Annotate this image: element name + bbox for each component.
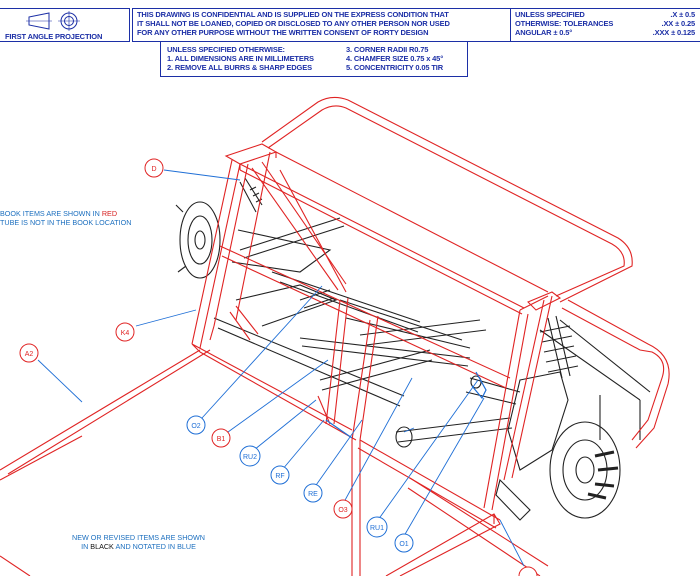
svg-text:B1: B1: [217, 436, 226, 443]
callout-RU1: RU1: [366, 516, 388, 538]
note-2: 2. REMOVE ALL BURRS & SHARP EDGES: [167, 63, 312, 72]
book-items-red-word: RED: [101, 209, 118, 218]
tube-note: TUBE IS NOT IN THE BOOK LOCATION: [0, 218, 132, 227]
confidential-line-1: THIS DRAWING IS CONFIDENTIAL AND IS SUPP…: [137, 10, 449, 19]
projection-label: FIRST ANGLE PROJECTION: [5, 32, 103, 41]
blue-revised-parts: [37, 169, 525, 567]
callout-D: D: [144, 158, 164, 178]
svg-text:D: D: [151, 166, 156, 173]
black-new-parts: [175, 177, 651, 521]
left-brake-disc: [179, 201, 221, 279]
tolerance-label-3: ANGULAR ± 0.5°: [515, 28, 573, 37]
callout-O2: O2: [186, 415, 206, 435]
note-5: 5. CONCENTRICITY 0.05 TIR: [346, 63, 443, 72]
right-brake-disc: [549, 421, 621, 519]
callout-A2: A2: [19, 343, 39, 363]
callout-RU2: RU2: [239, 445, 261, 467]
new-items-black-word: BLACK: [90, 542, 114, 551]
tolerance-cell: UNLESS SPECIFIED OTHERWISE: TOLERANCES A…: [510, 8, 700, 42]
tolerance-value-2: .XX ± 0.25: [661, 19, 696, 28]
svg-text:O1: O1: [399, 541, 408, 548]
left-shock: [239, 177, 263, 213]
notes-header: UNLESS SPECIFIED OTHERWISE:: [167, 45, 285, 54]
callout-O3: O3: [333, 499, 353, 519]
roll-hoop: [261, 96, 633, 303]
book-items-note: BOOK ITEMS ARE SHOWN IN RED TUBE IS NOT …: [0, 209, 131, 227]
red-book-frame: [0, 96, 670, 576]
svg-text:RF: RF: [275, 473, 284, 480]
note-4: 4. CHAMFER SIZE 0.75 x 45°: [346, 54, 444, 63]
svg-text:RE: RE: [308, 491, 318, 498]
new-items-note: NEW OR REVISED ITEMS ARE SHOWN IN BLACK …: [72, 533, 205, 551]
svg-text:A2: A2: [25, 351, 34, 358]
svg-text:RU2: RU2: [243, 454, 257, 461]
svg-text:O3: O3: [338, 507, 347, 514]
confidential-cell: THIS DRAWING IS CONFIDENTIAL AND IS SUPP…: [132, 8, 512, 42]
general-notes-box: UNLESS SPECIFIED OTHERWISE: 1. ALL DIMEN…: [160, 41, 468, 77]
tolerance-value-3: .XXX ± 0.125: [652, 28, 695, 37]
callout-O1: O1: [394, 533, 414, 553]
tolerance-value-1: .X ± 0.5: [670, 10, 695, 19]
book-items-text: BOOK ITEMS ARE SHOWN IN: [0, 209, 102, 218]
callout-RF: RF: [270, 465, 290, 485]
callout-RE: RE: [303, 483, 323, 503]
new-items-line-1: NEW OR REVISED ITEMS ARE SHOWN: [72, 533, 205, 542]
note-1: 1. ALL DIMENSIONS ARE IN MILLIMETERS: [167, 54, 314, 63]
callout-B1: B1: [211, 428, 231, 448]
right-upright: [507, 371, 569, 471]
left-lower-rail: [0, 349, 211, 475]
first-angle-projection-icon: [26, 11, 80, 31]
svg-text:RU1: RU1: [370, 525, 384, 532]
callout-K4: K4: [115, 322, 135, 342]
projection-cell: FIRST ANGLE PROJECTION: [0, 8, 130, 42]
confidential-line-3: FOR ANY OTHER PURPOSE WITHOUT THE WRITTE…: [137, 28, 429, 37]
note-3: 3. CORNER RADII R0.75: [346, 45, 429, 54]
tolerance-label-1: UNLESS SPECIFIED: [515, 10, 585, 19]
confidential-line-2: IT SHALL NOT BE LOANED, COPIED OR DISCLO…: [137, 19, 450, 28]
svg-text:O2: O2: [191, 423, 200, 430]
tolerance-label-2: OTHERWISE: TOLERANCES: [515, 19, 614, 28]
callouts: D K4 A2 O2 B1 RU2 RF RE: [19, 158, 538, 576]
callout-partial-bottom: [518, 566, 538, 576]
svg-text:K4: K4: [121, 330, 130, 337]
